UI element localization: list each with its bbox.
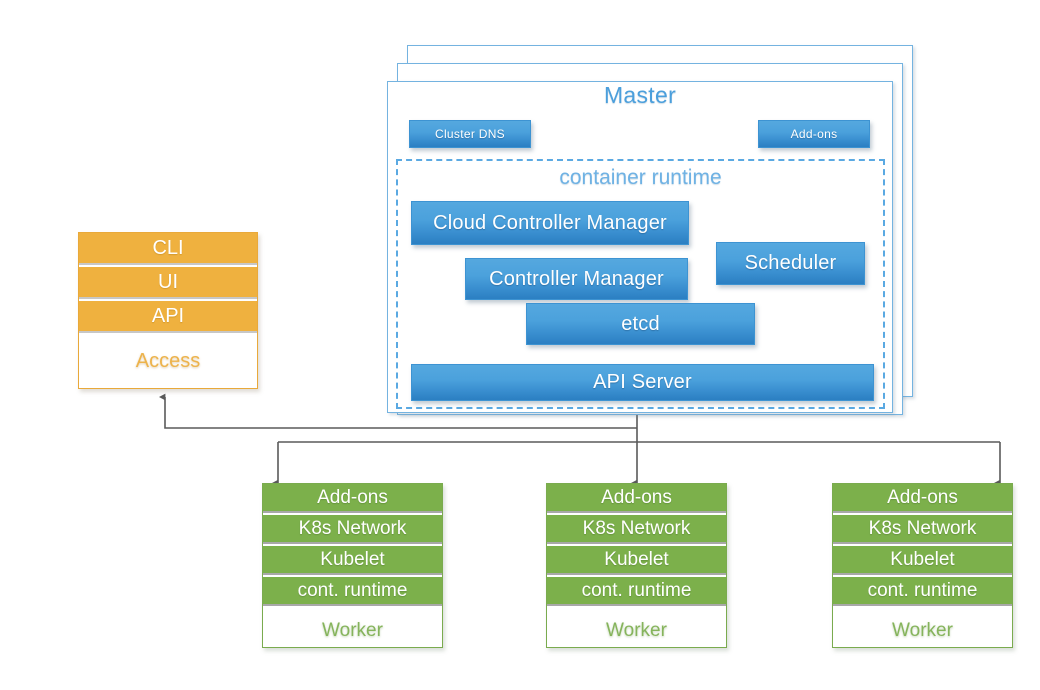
access-layer-ui[interactable]: UI <box>79 267 257 299</box>
api-server-label: API Server <box>593 371 692 393</box>
worker-1-layer-network[interactable]: K8s Network <box>263 515 442 544</box>
worker-2-layer-addons-label: Add-ons <box>601 486 672 508</box>
controller-manager-label: Controller Manager <box>489 267 664 290</box>
worker-3-layer-kubelet[interactable]: Kubelet <box>833 546 1012 575</box>
worker-1-layer-runtime-label: cont. runtime <box>297 579 408 601</box>
etcd-label: etcd <box>621 312 660 335</box>
worker-2-layer-addons[interactable]: Add-ons <box>547 484 726 513</box>
etcd-box[interactable]: etcd <box>526 303 755 345</box>
worker-3-layer-kubelet-label: Kubelet <box>890 548 955 570</box>
worker-3-footer-label: Worker <box>892 619 953 641</box>
cloud-controller-manager-label: Cloud Controller Manager <box>433 211 667 234</box>
access-layer-cli[interactable]: CLI <box>79 233 257 265</box>
worker-2-layer-runtime[interactable]: cont. runtime <box>547 577 726 606</box>
api-server-box[interactable]: API Server <box>411 364 874 401</box>
worker-3-layer-runtime-label: cont. runtime <box>867 579 978 601</box>
worker-2-footer-label: Worker <box>606 619 667 641</box>
worker-2-layer-network-label: K8s Network <box>582 517 691 539</box>
cluster-dns-label: Cluster DNS <box>435 127 505 141</box>
master-title: Master <box>603 82 677 108</box>
controller-manager-box[interactable]: Controller Manager <box>465 258 688 300</box>
worker-1-layer-kubelet[interactable]: Kubelet <box>263 546 442 575</box>
scheduler-label: Scheduler <box>744 252 837 274</box>
scheduler-box[interactable]: Scheduler <box>716 242 865 285</box>
cluster-dns-box[interactable]: Cluster DNS <box>409 120 531 148</box>
worker-2-layer-kubelet-label: Kubelet <box>604 548 669 570</box>
worker-3-layer-network[interactable]: K8s Network <box>833 515 1012 544</box>
worker-2-layer-runtime-label: cont. runtime <box>581 579 692 601</box>
worker-3-layer-addons[interactable]: Add-ons <box>833 484 1012 513</box>
access-layer-ui-label: UI <box>158 270 178 293</box>
worker-1-footer-label: Worker <box>322 619 383 641</box>
access-layer-api[interactable]: API <box>79 301 257 333</box>
worker-1-layer-addons[interactable]: Add-ons <box>263 484 442 513</box>
cloud-controller-manager-box[interactable]: Cloud Controller Manager <box>411 201 689 245</box>
container-runtime-title: container runtime <box>559 166 722 189</box>
worker-1-layer-runtime[interactable]: cont. runtime <box>263 577 442 606</box>
access-layer-api-label: API <box>151 304 185 327</box>
access-footer-label: Access <box>135 350 201 372</box>
worker-2-layer-kubelet[interactable]: Kubelet <box>547 546 726 575</box>
worker-1-layer-kubelet-label: Kubelet <box>320 548 385 570</box>
worker-3-layer-addons-label: Add-ons <box>887 486 958 508</box>
worker-3-layer-network-label: K8s Network <box>868 517 977 539</box>
container-runtime-region <box>396 159 885 409</box>
master-add-ons-box[interactable]: Add-ons <box>758 120 870 148</box>
worker-1-layer-network-label: K8s Network <box>298 517 407 539</box>
worker-3-layer-runtime[interactable]: cont. runtime <box>833 577 1012 606</box>
worker-2-layer-network[interactable]: K8s Network <box>547 515 726 544</box>
master-add-ons-label: Add-ons <box>790 127 838 141</box>
worker-1-layer-addons-label: Add-ons <box>317 486 388 508</box>
access-layer-cli-label: CLI <box>152 236 184 259</box>
